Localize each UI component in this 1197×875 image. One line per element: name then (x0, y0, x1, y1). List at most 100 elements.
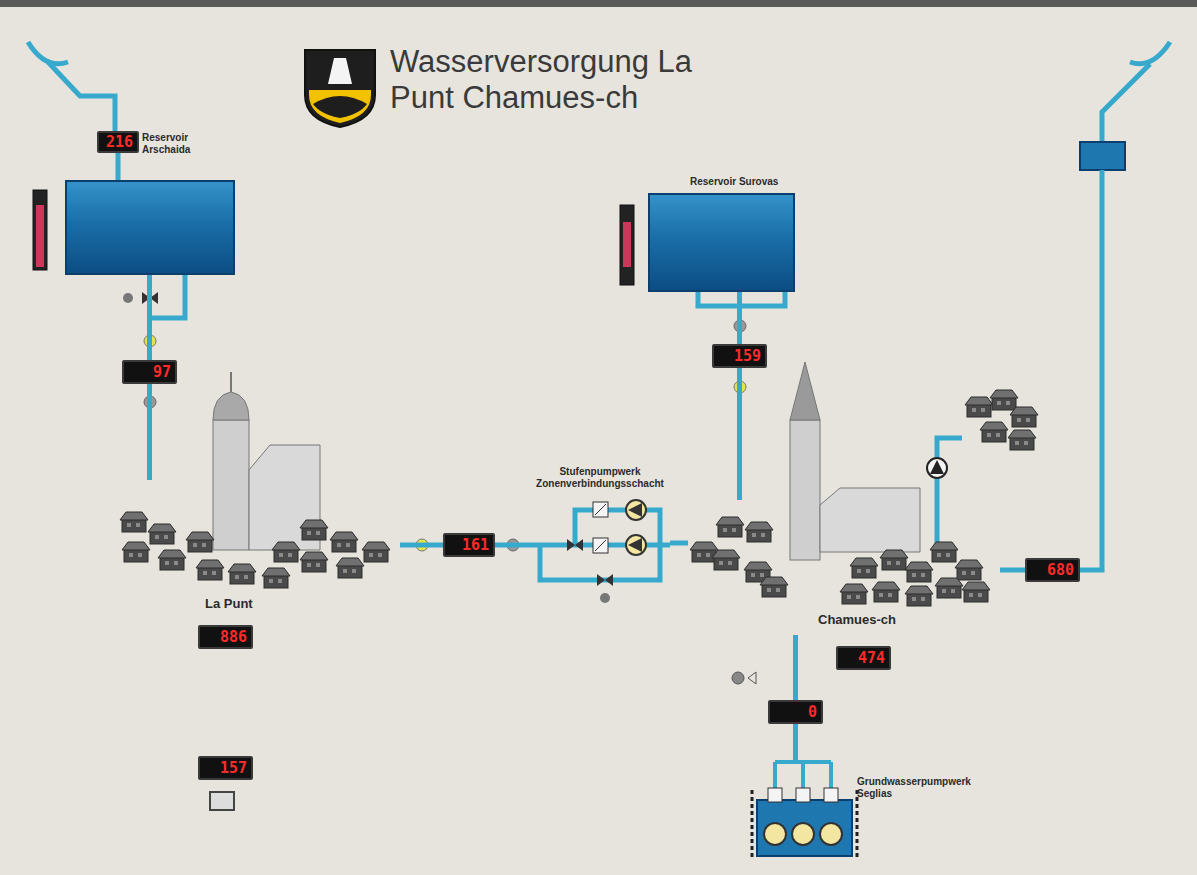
display-value: 159 (730, 347, 765, 365)
diagram-title: Wasserversorgung La Punt Chamues-ch (390, 44, 710, 116)
sensor-symbol (732, 672, 744, 684)
spring-symbol (28, 42, 68, 64)
small-tank (1080, 142, 1125, 170)
motor-box (768, 788, 782, 802)
house (712, 550, 740, 570)
pump-triangle (930, 460, 944, 474)
house (880, 550, 908, 570)
display-value: 886 (216, 628, 251, 646)
house (158, 550, 186, 570)
house (120, 512, 148, 532)
tank-label: Reservoir Surovas (690, 176, 820, 188)
pipe-connector (670, 541, 688, 546)
house (186, 532, 214, 552)
display-value: 216 (102, 133, 137, 151)
display-node: 474 (836, 646, 891, 670)
house (980, 422, 1008, 442)
shield-hill (313, 96, 367, 118)
valve-symbol (597, 574, 613, 586)
pipe (48, 62, 115, 131)
display-node: 157 (198, 756, 253, 780)
pump-symbol (764, 823, 786, 845)
house (965, 397, 993, 417)
pipe-connector (793, 635, 798, 700)
pipe (937, 438, 962, 545)
house (905, 586, 933, 606)
village-label: Chamues-ch (818, 612, 896, 628)
pump-symbol (820, 823, 842, 845)
display-value: 474 (854, 649, 889, 667)
level-gauge (33, 190, 47, 270)
church-nave (820, 488, 920, 552)
pump-symbol (927, 458, 947, 478)
house (300, 552, 328, 572)
house (716, 517, 744, 537)
shield (305, 50, 375, 127)
display-node: 886 (198, 625, 253, 649)
house (905, 562, 933, 582)
station-node: Stufenpumpwerk Zonenverbindungsschacht (530, 466, 670, 586)
pipe-connector (793, 724, 798, 760)
house (962, 582, 990, 602)
level-gauge (620, 205, 634, 285)
church-tower (213, 420, 249, 550)
basin-wall (856, 790, 859, 858)
motor-box (593, 502, 608, 517)
pump-triangle (628, 503, 642, 517)
pump-symbol (626, 500, 646, 520)
display-value: 0 (804, 703, 821, 721)
church-spire (230, 372, 232, 392)
pipe (1080, 170, 1102, 570)
indicator-box (210, 792, 234, 810)
display-node: 680 (1025, 558, 1080, 582)
display-value: 97 (149, 363, 175, 381)
shield-yellow (309, 90, 371, 123)
pipe (530, 510, 670, 580)
tank-node: Reservoir Arschaida (65, 180, 235, 275)
display-value: 161 (458, 536, 493, 554)
pipe-connector (400, 543, 443, 548)
spring-symbol (1130, 42, 1170, 64)
level-bar (623, 222, 631, 267)
house (362, 542, 390, 562)
house (745, 522, 773, 542)
sensor-symbol (123, 293, 133, 303)
house (760, 577, 788, 597)
church-tower (790, 420, 820, 560)
motor-box (796, 788, 810, 802)
village-node: La Punt (118, 480, 400, 620)
house (930, 542, 958, 562)
shield-bell (328, 58, 352, 84)
frame-edge (0, 0, 1197, 7)
pipe (1102, 64, 1150, 142)
motor-mark (595, 504, 606, 515)
motor-box (593, 538, 608, 553)
display-node: 97 (122, 360, 177, 384)
basin-wall (751, 790, 754, 858)
tank-node: Reservoir Surovas (648, 193, 795, 292)
house (122, 542, 150, 562)
house (850, 558, 878, 578)
house (272, 542, 300, 562)
pipe-connector (1000, 568, 1025, 573)
house (330, 532, 358, 552)
house (196, 560, 224, 580)
house (955, 560, 983, 580)
house (228, 564, 256, 584)
pipe-connector (116, 153, 121, 180)
valve-symbol (567, 539, 583, 551)
house (990, 390, 1018, 410)
pump-triangle (628, 538, 642, 552)
village-node: Chamues-ch (688, 500, 1000, 635)
church-dome (213, 392, 249, 420)
pump-symbol (792, 823, 814, 845)
house (1010, 407, 1038, 427)
display-value: 680 (1043, 561, 1078, 579)
display-node: 161 (443, 533, 495, 557)
display-node: 0 (768, 700, 823, 724)
display-node: 159 (712, 344, 767, 368)
sensor-symbol (600, 593, 610, 603)
